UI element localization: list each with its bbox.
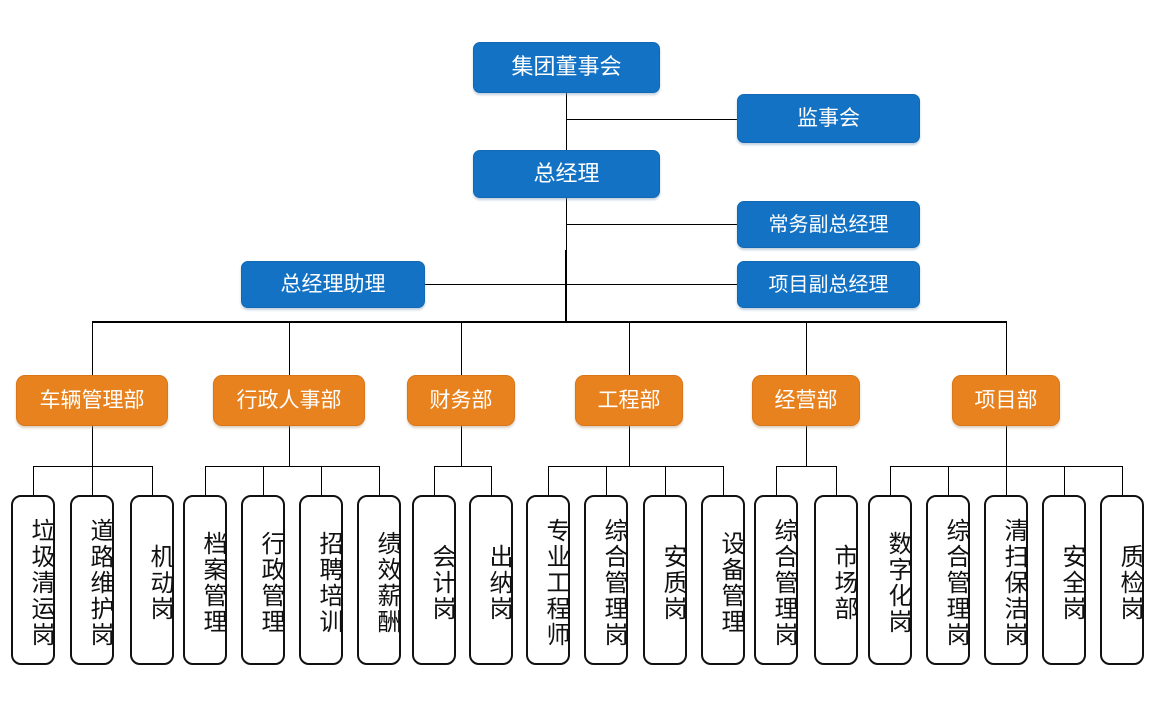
stem-dep-5 — [806, 426, 807, 466]
drop-p18 — [1006, 466, 1007, 495]
node-department-operations[interactable]: 经营部 — [752, 375, 860, 426]
drop-p9 — [491, 466, 492, 495]
node-position-market-department[interactable]: 市场部 — [814, 495, 858, 665]
node-position-equipment-management[interactable]: 设备管理 — [701, 495, 745, 665]
node-position-accounting[interactable]: 会计岗 — [412, 495, 456, 665]
node-position-safety[interactable]: 安全岗 — [1042, 495, 1086, 665]
drop-p8 — [434, 466, 435, 495]
connector-gm-trunk-lower — [565, 250, 567, 322]
node-position-safety-quality[interactable]: 安质岗 — [643, 495, 687, 665]
node-position-admin-management[interactable]: 行政管理 — [241, 495, 285, 665]
node-position-digitalization[interactable]: 数字化岗 — [868, 495, 912, 665]
node-board[interactable]: 集团董事会 — [473, 42, 660, 93]
drop-p10 — [548, 466, 549, 495]
node-department-admin-hr[interactable]: 行政人事部 — [213, 375, 365, 426]
connector-board-to-gm — [566, 93, 567, 150]
bracket-dep-3 — [434, 466, 492, 467]
stem-dep-3 — [461, 426, 462, 466]
node-department-engineering[interactable]: 工程部 — [575, 375, 683, 426]
connector-gm-to-deputy-exec — [566, 224, 737, 225]
drop-p1 — [33, 466, 34, 495]
drop-dep-5 — [806, 321, 807, 375]
connector-gm-to-deputy-proj — [566, 284, 737, 285]
node-position-professional-engineer[interactable]: 专业工程师 — [526, 495, 570, 665]
drop-dep-6 — [1006, 321, 1007, 375]
department-bus-line — [92, 321, 1007, 323]
drop-dep-3 — [461, 321, 462, 375]
node-position-proj-comprehensive-management[interactable]: 综合管理岗 — [926, 495, 970, 665]
drop-dep-2 — [289, 321, 290, 375]
drop-dep-4 — [629, 321, 630, 375]
drop-p13 — [723, 466, 724, 495]
drop-p16 — [890, 466, 891, 495]
drop-p19 — [1064, 466, 1065, 495]
node-position-recruitment-training[interactable]: 招聘培训 — [299, 495, 343, 665]
drop-p20 — [1122, 466, 1123, 495]
node-position-performance-compensation[interactable]: 绩效薪酬 — [357, 495, 401, 665]
drop-p12 — [665, 466, 666, 495]
node-position-archive-management[interactable]: 档案管理 — [183, 495, 227, 665]
node-position-quality-inspection[interactable]: 质检岗 — [1100, 495, 1144, 665]
node-position-eng-comprehensive-management[interactable]: 综合管理岗 — [584, 495, 628, 665]
bracket-dep-4 — [548, 466, 723, 467]
node-supervisory-board[interactable]: 监事会 — [737, 94, 920, 143]
drop-p4 — [205, 466, 206, 495]
drop-p3 — [152, 466, 153, 495]
stem-dep-2 — [289, 426, 290, 466]
drop-p14 — [776, 466, 777, 495]
connector-gm-to-assistant — [425, 284, 566, 285]
node-department-project[interactable]: 项目部 — [952, 375, 1060, 426]
stem-dep-1 — [92, 426, 93, 466]
drop-p11 — [606, 466, 607, 495]
node-deputy-project[interactable]: 项目副总经理 — [737, 261, 920, 308]
drop-p17 — [948, 466, 949, 495]
connector-board-to-supervisory — [566, 119, 737, 120]
node-deputy-executive[interactable]: 常务副总经理 — [737, 201, 920, 248]
bracket-dep-5 — [776, 466, 836, 467]
stem-dep-4 — [629, 426, 630, 466]
node-position-ops-comprehensive-management[interactable]: 综合管理岗 — [754, 495, 798, 665]
drop-p5 — [263, 466, 264, 495]
node-position-road-maintenance[interactable]: 道路维护岗 — [70, 495, 114, 665]
node-position-cashier[interactable]: 出纳岗 — [469, 495, 513, 665]
node-gm-assistant[interactable]: 总经理助理 — [241, 261, 425, 308]
bracket-dep-1 — [33, 466, 153, 467]
node-position-mobile-duty[interactable]: 机动岗 — [130, 495, 174, 665]
drop-p15 — [836, 466, 837, 495]
node-general-manager[interactable]: 总经理 — [473, 150, 660, 198]
drop-p6 — [321, 466, 322, 495]
drop-dep-1 — [92, 321, 93, 375]
drop-p2 — [92, 466, 93, 495]
node-position-garbage-transport[interactable]: 垃圾清运岗 — [11, 495, 55, 665]
stem-dep-6 — [1006, 426, 1007, 466]
bracket-dep-2 — [205, 466, 380, 467]
drop-p7 — [379, 466, 380, 495]
node-department-vehicle-management[interactable]: 车辆管理部 — [16, 375, 168, 426]
node-department-finance[interactable]: 财务部 — [407, 375, 515, 426]
node-position-cleaning-sanitation[interactable]: 清扫保洁岗 — [984, 495, 1028, 665]
